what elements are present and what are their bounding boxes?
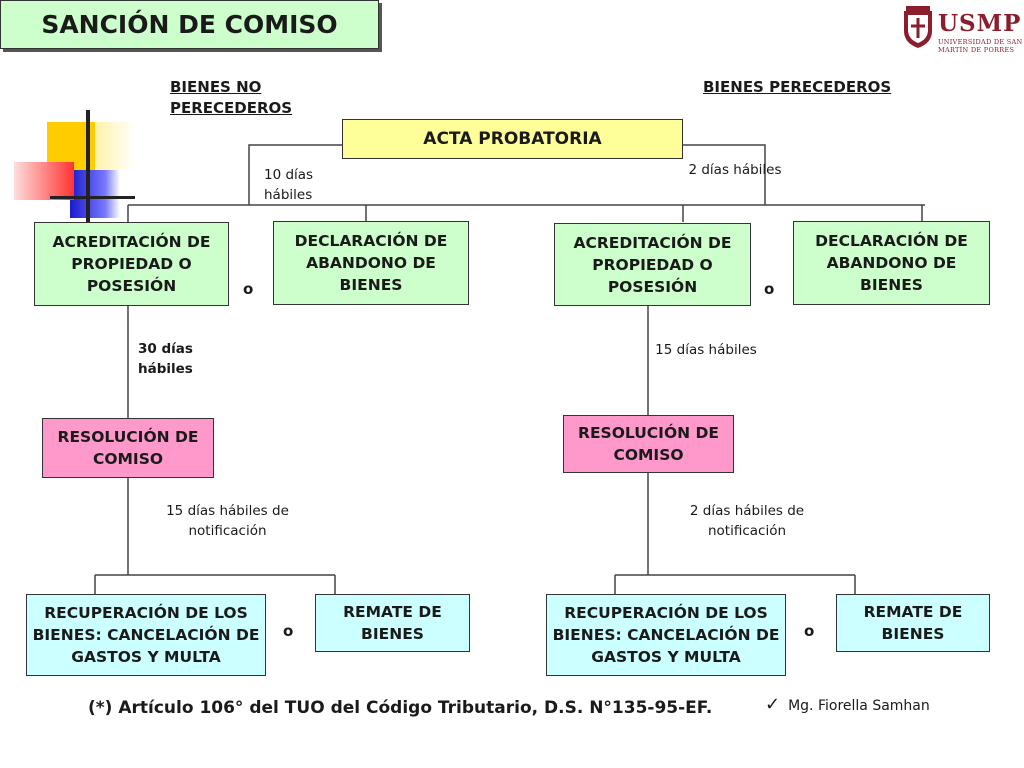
left-deadline-notif: 15 días hábiles de notificación <box>166 503 289 539</box>
header-bienes-no-perecederos: BIENES NO PERECEDEROS <box>170 78 293 117</box>
left-deadline-mid: 30 días hábiles <box>138 341 193 377</box>
logo-name: USMP <box>938 10 1022 37</box>
right-resolucion-box: RESOLUCIÓN DE COMISO <box>563 415 734 473</box>
right-deadline-mid: 15 días hábiles <box>655 342 757 358</box>
page-title: SANCIÓN DE COMISO <box>0 0 379 49</box>
left-remate-box: REMATE DE BIENES <box>315 594 470 652</box>
left-connector-o-1: o <box>243 280 254 298</box>
right-declaracion-box: DECLARACIÓN DE ABANDONO DE BIENES <box>793 221 990 305</box>
right-acreditacion-box: ACREDITACIÓN DE PROPIEDAD O POSESIÓN <box>554 223 751 306</box>
author-name: Mg. Fiorella Samhan <box>788 698 930 714</box>
university-seal-icon <box>904 6 932 48</box>
left-resolucion-box: RESOLUCIÓN DE COMISO <box>42 418 214 478</box>
left-deadline-top: 10 días hábiles <box>264 167 314 203</box>
right-deadline-top: 2 días hábiles <box>688 162 782 178</box>
right-deadline-notif: 2 días hábiles de notificación <box>689 503 805 539</box>
right-remate-box: REMATE DE BIENES <box>836 594 990 652</box>
header-bienes-perecederos: BIENES PERECEDEROS <box>703 78 892 96</box>
check-icon: ✓ <box>765 694 781 715</box>
left-acreditacion-box: ACREDITACIÓN DE PROPIEDAD O POSESIÓN <box>34 222 229 306</box>
right-connector-o-2: o <box>804 622 815 640</box>
left-recuperacion-box: RECUPERACIÓN DE LOS BIENES: CANCELACIÓN … <box>26 594 266 676</box>
logo-subtitle: UNIVERSIDAD DE SAN MARTÍN DE PORRES <box>938 38 1023 54</box>
footer-reference: (*) Artículo 106° del TUO del Código Tri… <box>88 698 713 718</box>
left-connector-o-2: o <box>283 622 294 640</box>
author-credit: ✓ Mg. Fiorella Samhan <box>765 694 930 715</box>
acta-probatoria-box: ACTA PROBATORIA <box>342 119 683 159</box>
right-recuperacion-box: RECUPERACIÓN DE LOS BIENES: CANCELACIÓN … <box>546 594 786 676</box>
left-declaracion-box: DECLARACIÓN DE ABANDONO DE BIENES <box>273 221 469 305</box>
right-connector-o-1: o <box>764 280 775 298</box>
